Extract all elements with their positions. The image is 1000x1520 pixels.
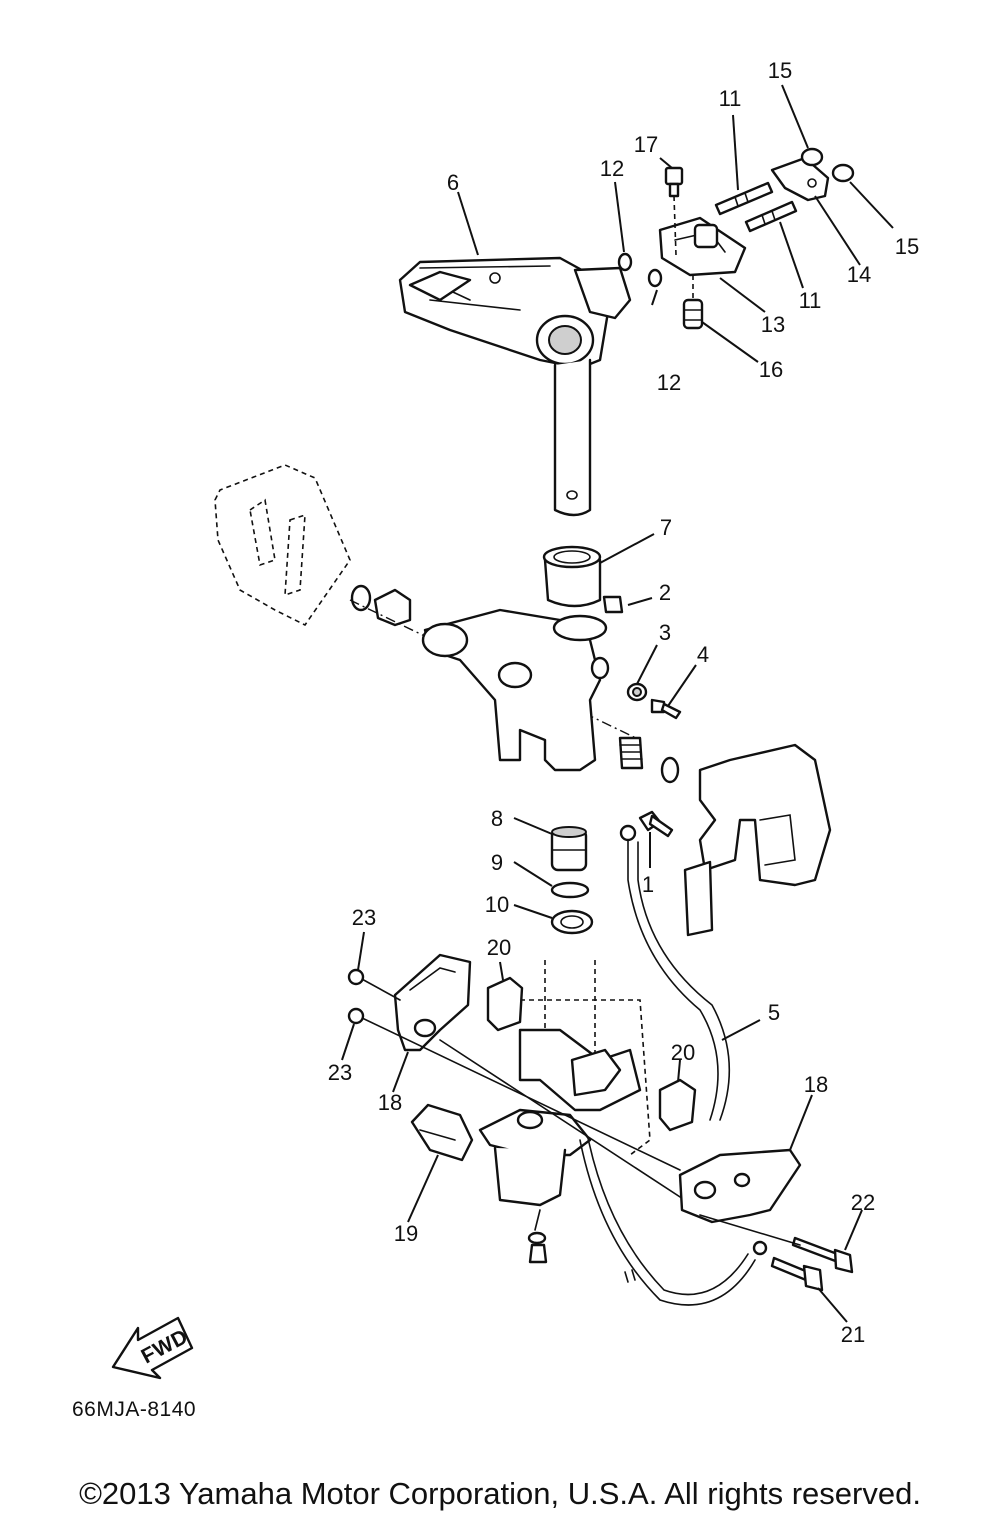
washer-12-lower bbox=[647, 268, 663, 288]
callout-23-upper: 23 bbox=[352, 905, 376, 930]
mount-cap-18-left bbox=[393, 953, 472, 1052]
damper-19 bbox=[410, 1103, 474, 1162]
callout-21: 21 bbox=[841, 1322, 865, 1347]
ground-screw-1 bbox=[638, 810, 674, 838]
callout-15-lower: 15 bbox=[895, 234, 919, 259]
callout-19: 19 bbox=[394, 1221, 418, 1246]
oil-seal-10 bbox=[550, 909, 594, 935]
callout-13: 13 bbox=[761, 312, 785, 337]
steering-bracket bbox=[398, 256, 632, 517]
bolt-22 bbox=[791, 1236, 854, 1274]
callout-14: 14 bbox=[847, 262, 871, 287]
swivel-bracket bbox=[421, 608, 610, 772]
mount-rubber-20-right bbox=[658, 1078, 697, 1132]
mount-cap-18-right bbox=[678, 1148, 802, 1224]
diagram-code: 66MJA-8140 bbox=[72, 1398, 196, 1421]
callout-12-upper: 12 bbox=[600, 156, 624, 181]
copyright-notice: ©2013 Yamaha Motor Corporation, U.S.A. A… bbox=[79, 1476, 921, 1511]
axis-line-mount bbox=[439, 1039, 701, 1211]
callout-4: 4 bbox=[697, 642, 709, 667]
leader-lines bbox=[341, 84, 894, 1323]
ground-lead-5 bbox=[619, 824, 731, 1121]
callout-11-upper: 11 bbox=[719, 86, 742, 111]
callout-15-upper: 15 bbox=[768, 58, 792, 83]
callout-22: 22 bbox=[851, 1190, 875, 1215]
axis-line-22 bbox=[699, 1214, 801, 1246]
bushing-7 bbox=[542, 545, 602, 608]
callout-2: 2 bbox=[659, 580, 671, 605]
callout-20-left: 20 bbox=[487, 935, 511, 960]
ground-lead-lower bbox=[579, 1137, 768, 1306]
mount-rubber-20-left bbox=[486, 976, 524, 1032]
nut-15-lower bbox=[831, 163, 855, 183]
callout-17: 17 bbox=[634, 132, 658, 157]
callout-5: 5 bbox=[768, 1000, 780, 1025]
bolt-4 bbox=[650, 698, 682, 720]
nut-23-lower bbox=[347, 1007, 365, 1025]
callout-11-lower: 11 bbox=[799, 288, 822, 313]
stud-11-upper bbox=[714, 181, 774, 216]
lower-bolt bbox=[527, 1209, 548, 1264]
callout-16: 16 bbox=[759, 357, 783, 382]
collar-3 bbox=[626, 682, 648, 702]
callout-23-lower: 23 bbox=[328, 1060, 352, 1085]
plate-2 bbox=[602, 595, 624, 614]
nut-15-upper bbox=[800, 147, 824, 167]
callout-6: 6 bbox=[447, 170, 459, 195]
clamp-bracket-left bbox=[214, 464, 351, 627]
bolt-17 bbox=[664, 166, 684, 256]
callout-20-right: 20 bbox=[671, 1040, 695, 1065]
callout-18-left: 18 bbox=[378, 1090, 402, 1115]
axis-line-23-upper bbox=[359, 977, 401, 1001]
plate-14 bbox=[770, 156, 830, 202]
lower-mount-plate bbox=[478, 1108, 592, 1207]
callout-12-lower: 12 bbox=[657, 370, 681, 395]
washer-12-upper bbox=[617, 252, 633, 272]
bolt-21 bbox=[770, 1256, 824, 1292]
axis-line-23-lower bbox=[359, 1016, 681, 1171]
steering-clamp bbox=[658, 216, 747, 277]
clamp-bracket-right bbox=[683, 743, 832, 937]
callout-1: 1 bbox=[642, 872, 654, 897]
lower-column bbox=[518, 960, 651, 1156]
nut-23-upper bbox=[347, 968, 365, 986]
callout-7: 7 bbox=[660, 515, 672, 540]
grease-fitting-16 bbox=[682, 275, 704, 330]
callout-8: 8 bbox=[491, 806, 503, 831]
washer-left bbox=[350, 584, 372, 612]
callout-18-right: 18 bbox=[804, 1072, 828, 1097]
callout-3: 3 bbox=[659, 620, 671, 645]
callout-10: 10 bbox=[485, 892, 509, 917]
callout-9: 9 bbox=[491, 850, 503, 875]
washer-right bbox=[660, 756, 680, 784]
fwd-arrow-icon: FWD bbox=[111, 1316, 194, 1380]
spring bbox=[618, 736, 644, 770]
bushing-8 bbox=[550, 826, 588, 872]
bushing-left bbox=[373, 588, 412, 627]
stud-11-lower bbox=[744, 200, 798, 233]
o-ring-9 bbox=[550, 881, 590, 899]
